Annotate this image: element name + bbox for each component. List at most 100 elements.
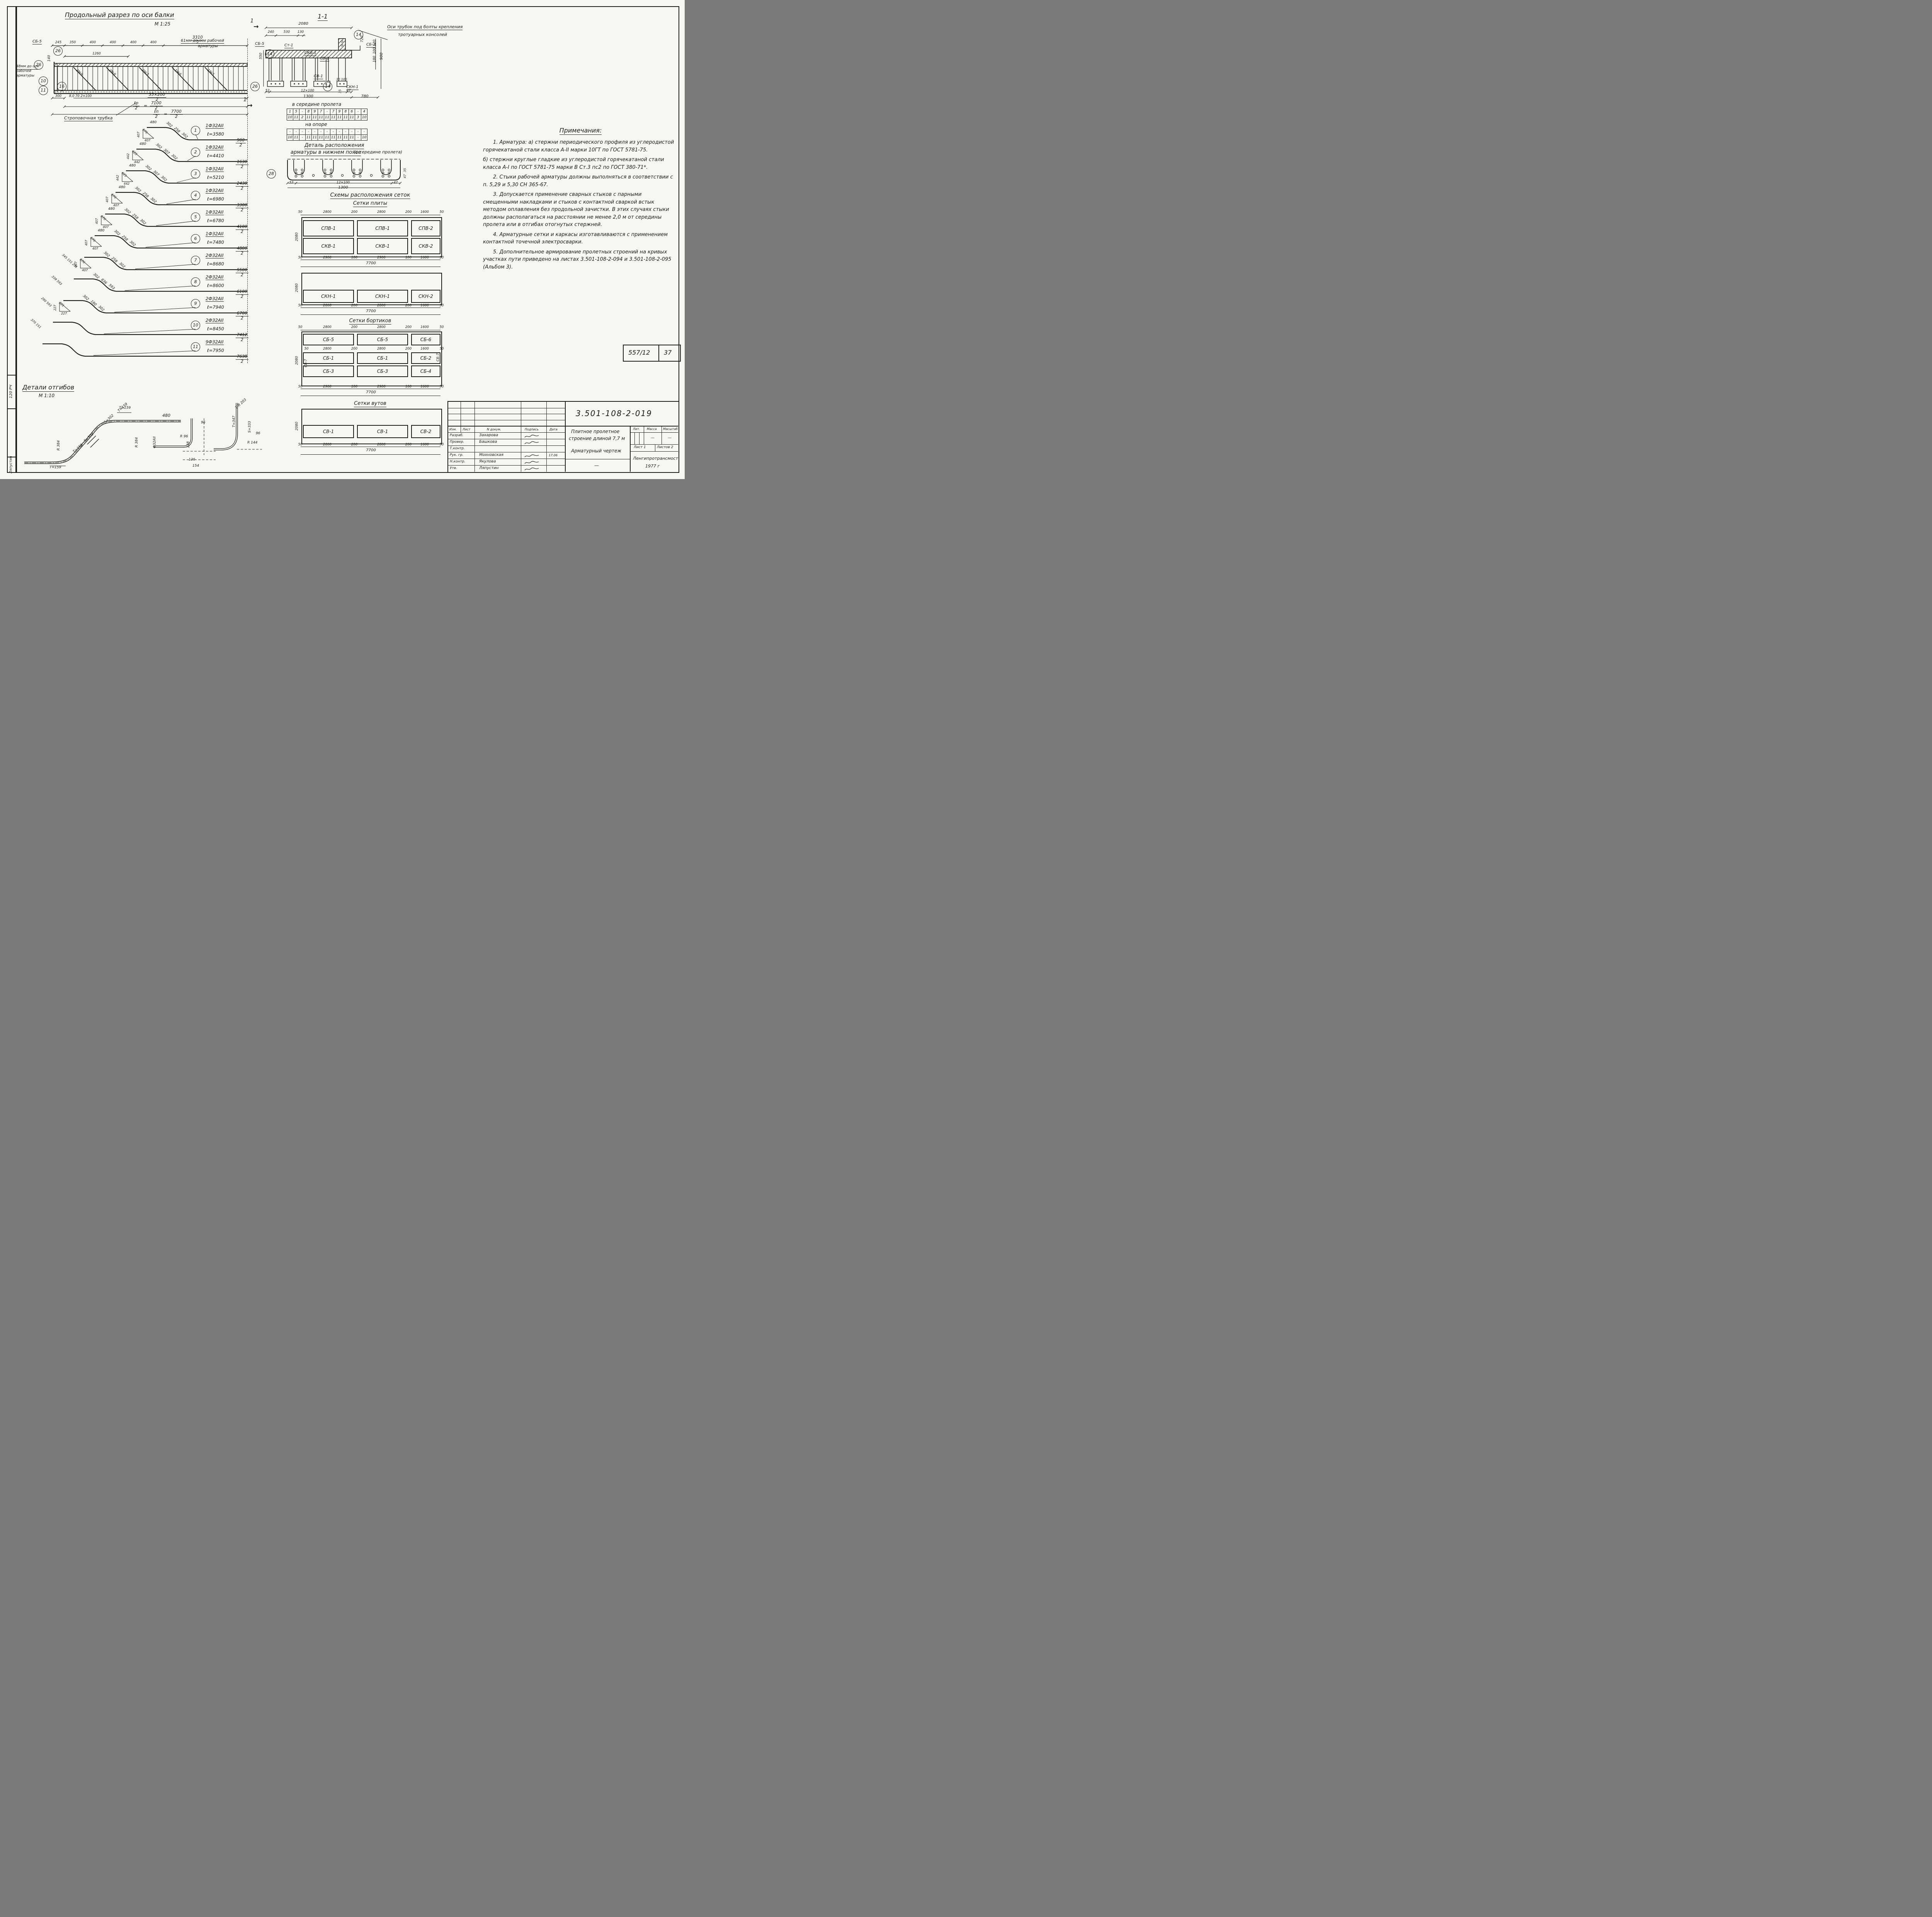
dim-label: 480 bbox=[162, 413, 170, 418]
dim-label: 8,0 70 2×100 bbox=[69, 94, 92, 98]
dim-label: 2 bbox=[241, 294, 243, 299]
dim-label: 200 bbox=[351, 210, 358, 214]
dim-label: 4100 bbox=[236, 224, 248, 230]
dim-label: 47 bbox=[346, 89, 351, 93]
dim-label: 2080 bbox=[295, 283, 299, 292]
dim-label: R 144 bbox=[247, 441, 258, 445]
mesh-cell: СБ-2 bbox=[411, 352, 440, 364]
mesh-ref-label: СБ-5 bbox=[255, 42, 264, 47]
dim-label: 96 bbox=[201, 421, 206, 425]
mesh-cell: СПВ-2 bbox=[411, 220, 440, 236]
table-cell: - bbox=[318, 129, 324, 134]
tb-mass-value: — bbox=[651, 436, 655, 440]
dim-label: 7700 bbox=[170, 109, 183, 115]
dim-label: 3310 bbox=[191, 35, 204, 41]
dim-label: 100 bbox=[405, 256, 412, 260]
table-cell: - bbox=[355, 129, 361, 134]
dim-fraction: 3310 2 bbox=[191, 35, 204, 45]
tb-sheets-label: Листов 2 bbox=[657, 445, 673, 449]
dim-label: 7700 bbox=[366, 261, 376, 265]
table-cell: 11 bbox=[349, 135, 355, 140]
position-bubble: 16 bbox=[57, 82, 66, 91]
bar-spec: 2Ф32АII bbox=[206, 253, 224, 258]
notes-title: Примечания: bbox=[559, 127, 602, 135]
dim-line bbox=[301, 454, 440, 455]
dim-label: 1600 bbox=[420, 325, 429, 329]
position-bubble: 9 bbox=[191, 299, 200, 308]
dim-label: 50 bbox=[298, 210, 303, 214]
longitudinal-beam-figure bbox=[53, 62, 248, 94]
strop-label: Строповочная трубка bbox=[64, 116, 113, 122]
mesh-cell: СБ-1 bbox=[357, 352, 408, 364]
dim-label: ℓп bbox=[153, 109, 160, 115]
position-bubble: 11 bbox=[191, 342, 200, 352]
table-cell: 7 bbox=[330, 109, 337, 114]
bar-spec: 1Ф32АII bbox=[206, 123, 224, 129]
dim-label: 2 bbox=[241, 337, 243, 342]
dim-label: 2 bbox=[241, 316, 243, 321]
position-bubble: 14 bbox=[323, 82, 332, 91]
detail-title: (в середине пролета) bbox=[354, 150, 403, 155]
mesh-cell: СКВ-2 bbox=[411, 238, 440, 254]
position-bubble: 28 bbox=[267, 169, 276, 178]
dim-label: 7412 bbox=[236, 333, 248, 338]
cut-mark-label: 1 bbox=[250, 18, 254, 24]
table-cell: 4 bbox=[363, 110, 366, 114]
dim-label: Ф32АII bbox=[153, 436, 157, 449]
section-title: 1-1 bbox=[318, 13, 328, 21]
mesh-cell: СКН-1 bbox=[303, 290, 354, 303]
note-48: арматуры bbox=[16, 74, 34, 78]
tb-mass: Масса bbox=[647, 427, 657, 431]
dim-label: 1300 bbox=[338, 185, 348, 190]
dim-label: 480 bbox=[150, 121, 157, 124]
dim-label: R 384 bbox=[135, 437, 139, 448]
signature bbox=[524, 454, 539, 457]
stamp-sheet: 37 bbox=[664, 349, 672, 356]
bar-spec: 1Ф32АII bbox=[206, 231, 224, 237]
tb-sheet-word: Лист bbox=[634, 445, 643, 449]
mesh-cell: СВ-1 bbox=[357, 425, 408, 438]
dim-label: 2 bbox=[155, 114, 158, 119]
dim-label: R 384 bbox=[57, 440, 61, 451]
section-figure bbox=[263, 26, 381, 99]
tb-name: Башкова bbox=[479, 440, 497, 444]
dim-label: 2800 bbox=[323, 347, 332, 351]
dim-fraction: ℓр 2 bbox=[133, 101, 140, 110]
table-cell: 11 bbox=[337, 135, 343, 140]
cut-mark-arrow-icon: → bbox=[253, 23, 259, 30]
tb-scale-value: — bbox=[668, 436, 672, 440]
dim-label: 400 bbox=[130, 41, 137, 44]
tb-sheets-word: Листов bbox=[657, 445, 670, 449]
dim-label: 100 bbox=[351, 385, 358, 389]
dim-label: 300 bbox=[55, 94, 62, 98]
dim-label: 407 bbox=[95, 218, 99, 224]
dim-label: 50 bbox=[298, 256, 303, 260]
dim-label: 5500 bbox=[236, 268, 248, 273]
table-cell: 8 bbox=[343, 109, 349, 114]
table-cell: - bbox=[287, 129, 293, 134]
tb-date: 17.06 bbox=[549, 454, 558, 457]
bar-item: 280 593 302 180 302 321 227 227 9 2Ф32АI… bbox=[15, 294, 263, 321]
mesh-ref-label: СБ-1 bbox=[320, 56, 329, 61]
dim-label: 2800 bbox=[377, 304, 386, 308]
table-cell: 11 bbox=[337, 115, 343, 120]
dim-label: 1600 bbox=[420, 347, 429, 351]
project-name: строение длиной 7,7 м bbox=[569, 436, 625, 441]
note-item: 2. Стыки рабочей арматуры должны выполня… bbox=[483, 174, 673, 188]
dim-label: 50 bbox=[439, 347, 444, 351]
dim-label: 1600 bbox=[420, 443, 429, 447]
longitudinal-scale: М 1:25 bbox=[155, 21, 171, 27]
table-caption: в середине пролета bbox=[292, 102, 342, 107]
dim-label: 245 bbox=[55, 41, 62, 44]
position-bubble: 6 bbox=[191, 234, 200, 243]
mesh-cell: СВ-1 bbox=[303, 425, 354, 438]
mesh-cell: СБ-4 bbox=[411, 365, 440, 377]
position-bubble: 1 bbox=[191, 126, 200, 135]
table-cell: 2 bbox=[299, 115, 306, 120]
position-bubble: 7 bbox=[191, 256, 200, 265]
table-cell: - bbox=[299, 129, 306, 134]
